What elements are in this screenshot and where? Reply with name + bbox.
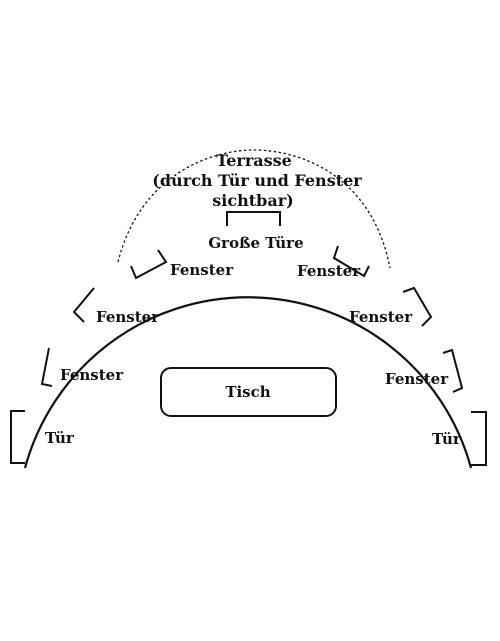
window-right-middle-mark xyxy=(402,286,433,327)
window-left-middle-mark xyxy=(72,287,95,323)
window-left-upper-label: Fenster xyxy=(170,261,234,279)
window-left-upper-mark xyxy=(130,249,168,280)
great-door-mark xyxy=(226,211,281,226)
window-right-upper-mark xyxy=(332,245,370,278)
window-right-lower-mark xyxy=(442,348,464,393)
window-left-lower-mark xyxy=(40,347,53,387)
table-label: Tisch xyxy=(225,383,270,401)
great-door-label: Große Türe xyxy=(208,234,303,252)
terrace-label-line1: Terrasse xyxy=(216,151,292,170)
room-wall-arc xyxy=(23,296,473,469)
window-right-lower-label: Fenster xyxy=(385,370,449,388)
door-right-mark xyxy=(471,411,487,466)
terrace-outline xyxy=(117,149,391,269)
door-left-mark xyxy=(10,410,25,464)
terrace-label-line3: sichtbar) xyxy=(212,191,293,210)
table-shape xyxy=(160,367,337,417)
window-right-middle-label: Fenster xyxy=(349,308,413,326)
door-right-label: Tür xyxy=(432,430,462,448)
terrace-label-line2: (durch Tür und Fenster xyxy=(152,171,362,190)
window-left-lower-label: Fenster xyxy=(60,366,124,384)
door-left-label: Tür xyxy=(45,429,75,447)
window-left-middle-label: Fenster xyxy=(96,308,160,326)
window-right-upper-label: Fenster xyxy=(297,262,361,280)
